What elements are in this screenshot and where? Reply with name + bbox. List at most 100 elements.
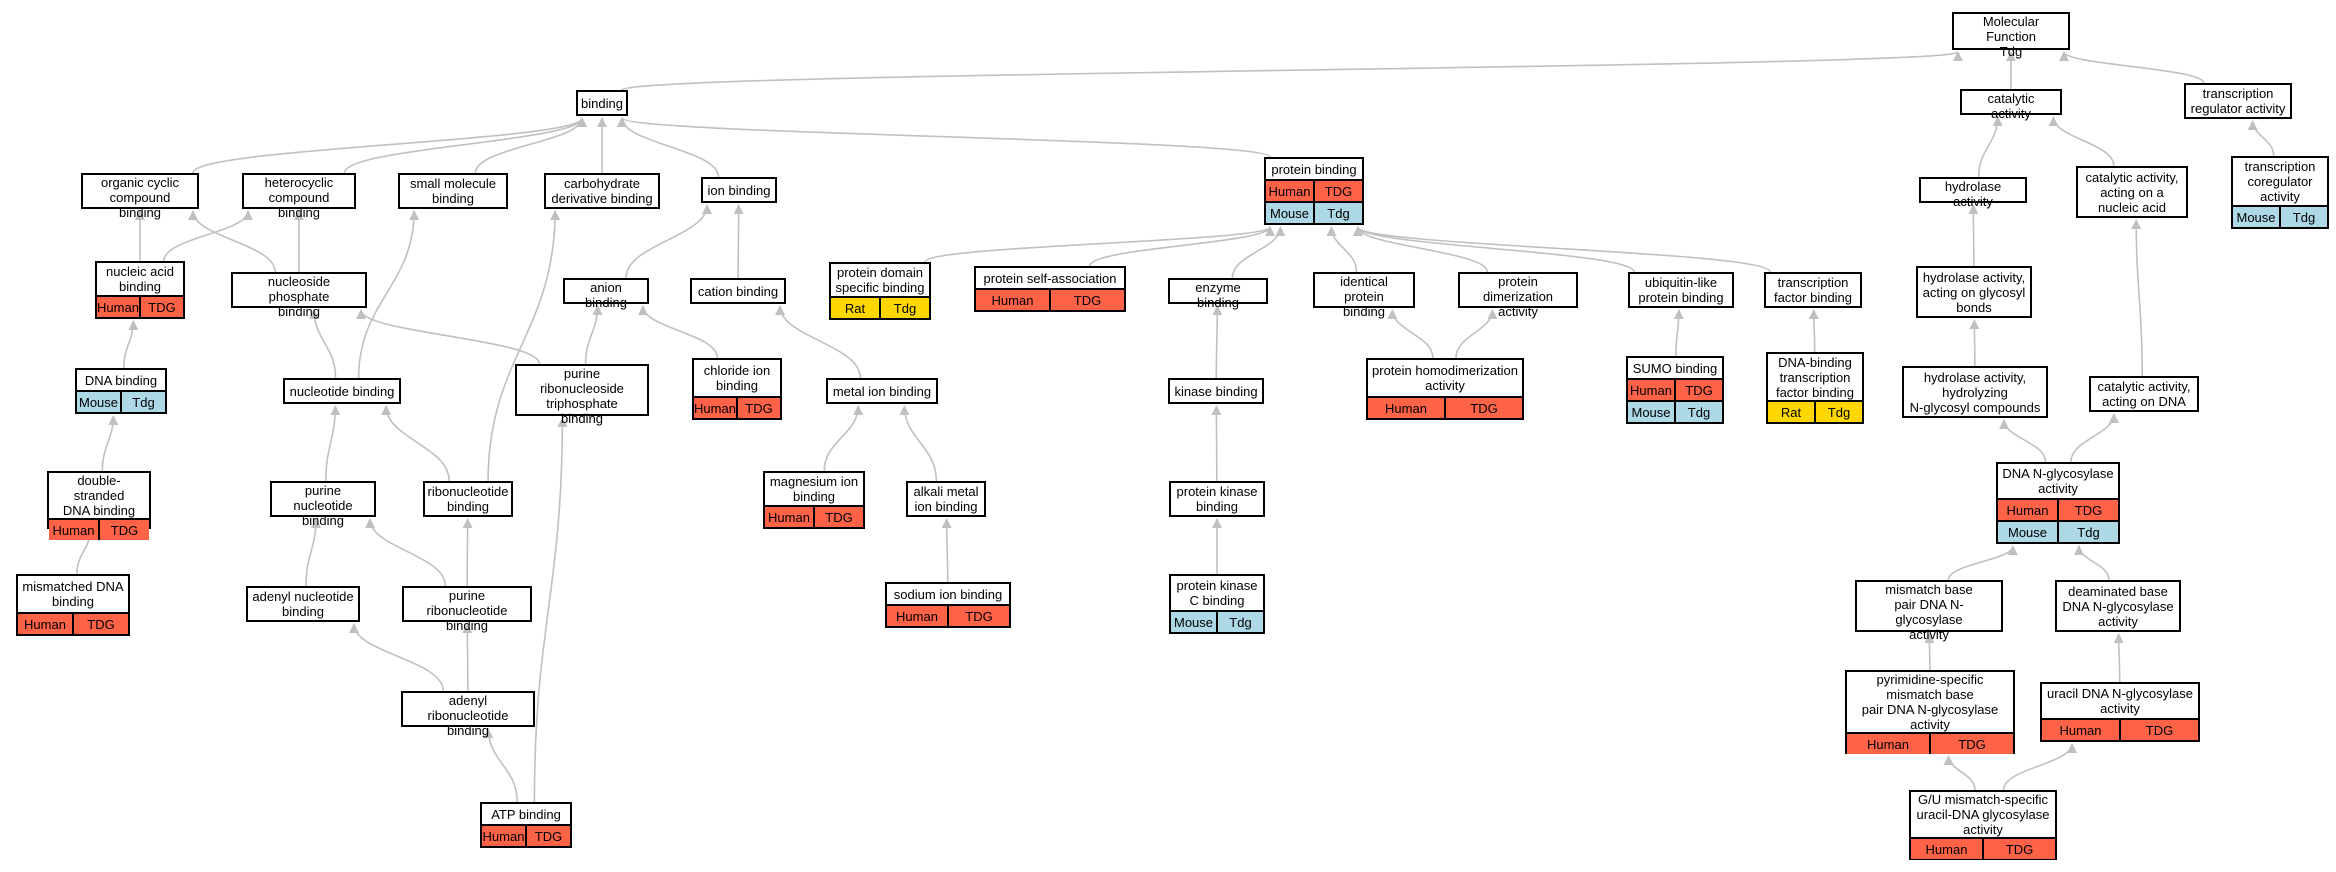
go-term-label: hydrolase activity (1921, 179, 2025, 209)
edge-ribonuc-to-nucleotide (381, 405, 450, 482)
go-term-label-line: binding (282, 604, 324, 619)
go-term-node-binding[interactable]: binding (576, 90, 628, 116)
go-term-label-line: mismatched DNA (22, 579, 124, 594)
go-term-node-hydrolase[interactable]: hydrolase activity (1919, 177, 2027, 209)
go-term-label-line: identical protein (1340, 274, 1388, 304)
edge-purinertp-to-anion (584, 305, 603, 365)
gene-cell: TDG (1982, 839, 2055, 859)
go-term-node-kinase[interactable]: kinase binding (1168, 378, 1264, 404)
go-term-node-ionbind[interactable]: ion binding (701, 177, 777, 203)
go-term-label-line: compound binding (109, 190, 171, 220)
go-term-node-cation[interactable]: cation binding (690, 278, 786, 304)
species-cell: Mouse (2236, 209, 2276, 225)
go-term-node-catdna[interactable]: catalytic activity,acting on DNA (2089, 376, 2199, 412)
go-term-label-line: nucleoside phosphate (267, 274, 331, 304)
go-term-node-metalion[interactable]: metal ion binding (826, 378, 938, 404)
species-cell: Human (482, 828, 525, 844)
go-term-node-nucleotide[interactable]: nucleotide binding (283, 378, 401, 404)
go-term-label-line: protein kinase (1176, 484, 1258, 499)
gene-cell: TDG (813, 507, 863, 527)
go-term-label-line: alkali metal (913, 484, 979, 499)
go-term-node-enzyme[interactable]: enzyme binding (1168, 278, 1268, 310)
go-term-label-line: factor binding (1773, 290, 1853, 305)
go-term-label-line: protein dimerization (1482, 274, 1554, 304)
go-term-label-line: heterocyclic (264, 175, 334, 190)
go-term-label-line: binding (1196, 499, 1238, 514)
go-term-label-line: purine ribonucleoside (540, 366, 624, 396)
gene-cell: TDG (139, 297, 183, 317)
go-term-label-line: DNA binding (84, 372, 158, 388)
edge-cation-to-ionbind (733, 204, 744, 279)
go-term-label-line: adenyl ribonucleotide (427, 693, 509, 723)
go-term-label-line: binding (1343, 304, 1385, 319)
go-term-node-anion[interactable]: anion binding (563, 278, 649, 310)
go-term-node-catalytic[interactable]: catalytic activity (1960, 89, 2062, 121)
gene-cell: Tdg (1216, 612, 1263, 632)
edge-nucphos-to-orgcyclic (188, 210, 276, 273)
go-term-label-line: hydrolase activity (1944, 179, 2002, 209)
edge-catdna-to-catnucleic (2131, 219, 2143, 377)
edge-nucacid-to-heterocyclic (163, 210, 253, 262)
edge-adenylribo-to-adenylnuc (349, 623, 445, 692)
